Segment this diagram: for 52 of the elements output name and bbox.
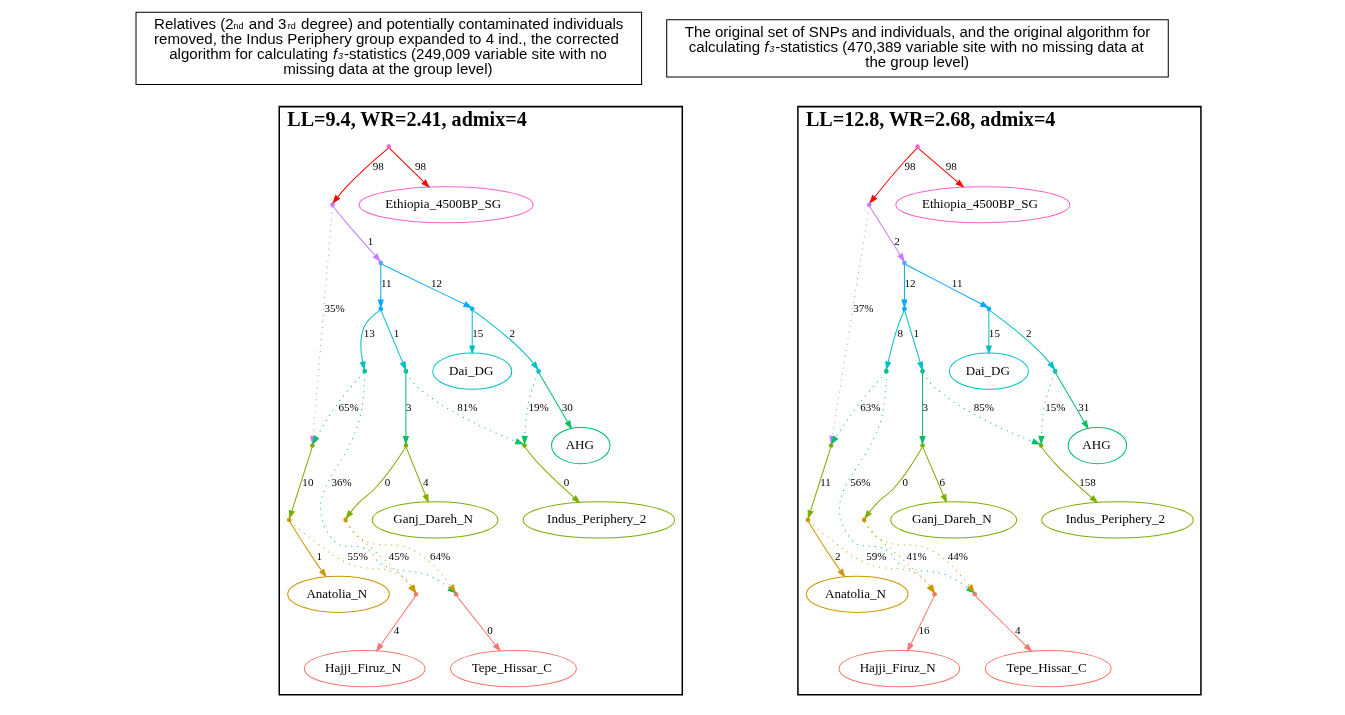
edge-label: 4 bbox=[1014, 624, 1021, 637]
edge-label: 56% bbox=[850, 475, 871, 488]
edge-label: 2 bbox=[835, 549, 841, 562]
edge-label: 85% bbox=[973, 401, 995, 414]
edge-label: 6 bbox=[939, 475, 946, 488]
edge-label: 37% bbox=[853, 301, 874, 314]
edge-label: 158 bbox=[1079, 475, 1096, 488]
edge-label: 8 bbox=[897, 326, 903, 339]
edge-label: 98 bbox=[945, 160, 957, 173]
edge-label: 12 bbox=[904, 276, 916, 289]
edge-label: 1 bbox=[913, 326, 920, 339]
edge-label: 36% bbox=[331, 475, 352, 488]
edge-label: 98 bbox=[414, 160, 426, 173]
edge-label: 41% bbox=[906, 549, 927, 562]
edge-label: 59% bbox=[866, 549, 887, 562]
edge-label: 2 bbox=[1026, 326, 1032, 339]
edge-label: 11 bbox=[951, 276, 963, 289]
edge-label: 15 bbox=[472, 326, 484, 339]
edge-label: 44% bbox=[947, 549, 968, 562]
edge-label: 0 bbox=[902, 475, 908, 488]
edge-label: 13 bbox=[363, 326, 375, 339]
edge-label: 55% bbox=[347, 549, 368, 562]
edge-label: 11 bbox=[380, 276, 392, 289]
edge-label: 0 bbox=[384, 475, 391, 488]
edge-label: 4 bbox=[422, 475, 429, 488]
edge-label: 10 bbox=[302, 475, 314, 488]
edge-label: 45% bbox=[388, 549, 410, 562]
edge-label: 1 bbox=[367, 234, 374, 247]
edge-label: 35% bbox=[324, 301, 345, 314]
edge-label: 0 bbox=[487, 624, 493, 637]
edge-label: 12 bbox=[431, 276, 443, 289]
edge-label: 65% bbox=[338, 401, 359, 414]
edge-label: 1 bbox=[316, 549, 322, 562]
edge-label: 15 bbox=[988, 326, 1000, 339]
edge-label: 81% bbox=[457, 401, 478, 414]
edge-label: 16 bbox=[918, 624, 930, 637]
edge-label: 2 bbox=[509, 326, 515, 339]
edge-label: 30 bbox=[561, 401, 573, 414]
edge-label: 98 bbox=[904, 160, 916, 173]
edge-label: 11 bbox=[820, 475, 831, 488]
edge-label: 64% bbox=[430, 549, 451, 562]
edge-label: 2 bbox=[894, 234, 900, 247]
edge-label: 3 bbox=[405, 401, 412, 414]
edge-label: 15% bbox=[1045, 401, 1066, 414]
edge-label: 3 bbox=[922, 401, 929, 414]
edge-label: 19% bbox=[528, 401, 549, 414]
edge-label: 31 bbox=[1078, 401, 1090, 414]
edge-label: 1 bbox=[393, 326, 400, 339]
edge-label: 63% bbox=[860, 401, 881, 414]
edge-label: 0 bbox=[563, 475, 570, 488]
edge-label: 98 bbox=[372, 160, 384, 173]
edge-label: 4 bbox=[393, 624, 400, 637]
